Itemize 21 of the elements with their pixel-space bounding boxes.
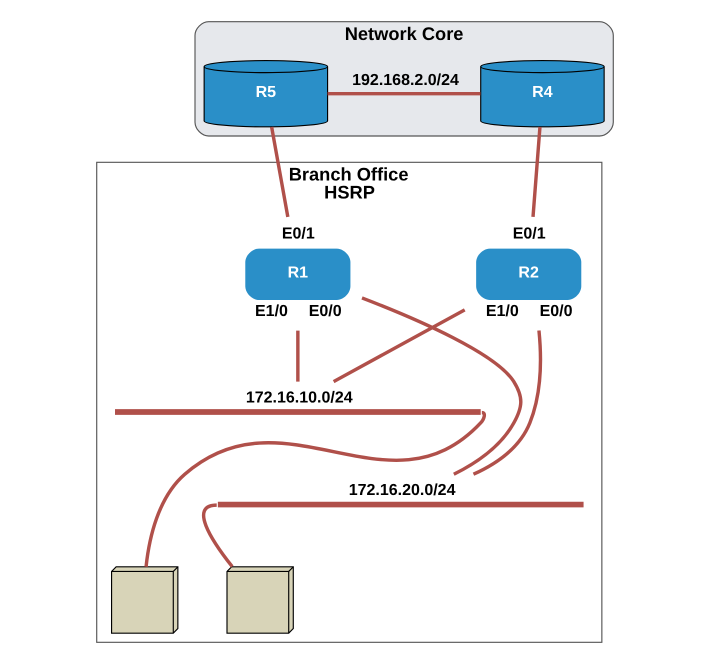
connector — [530, 126, 542, 218]
node-label: E0/0 — [539, 303, 572, 320]
connector — [332, 308, 466, 384]
connector — [327, 92, 480, 96]
node-box: R2 — [476, 248, 581, 300]
node-label: E1/0 — [485, 303, 518, 320]
connector — [201, 503, 234, 568]
node-box: R1 — [244, 248, 350, 300]
node-label: 172.16.20.0/24 — [348, 482, 455, 500]
node-label: E1/0 — [254, 303, 288, 320]
edge-label: 192.168.2.0/24 — [352, 72, 458, 89]
node-label: 172.16.10.0/24 — [245, 390, 352, 407]
node-bar — [114, 409, 480, 415]
connector — [269, 126, 290, 218]
node-label: E0/0 — [308, 303, 342, 320]
node-label: E0/1 — [281, 226, 314, 243]
connector — [360, 296, 522, 476]
node-bar — [217, 502, 584, 508]
connector — [472, 330, 542, 476]
node-label: E0/1 — [512, 226, 546, 243]
connector — [296, 330, 300, 382]
